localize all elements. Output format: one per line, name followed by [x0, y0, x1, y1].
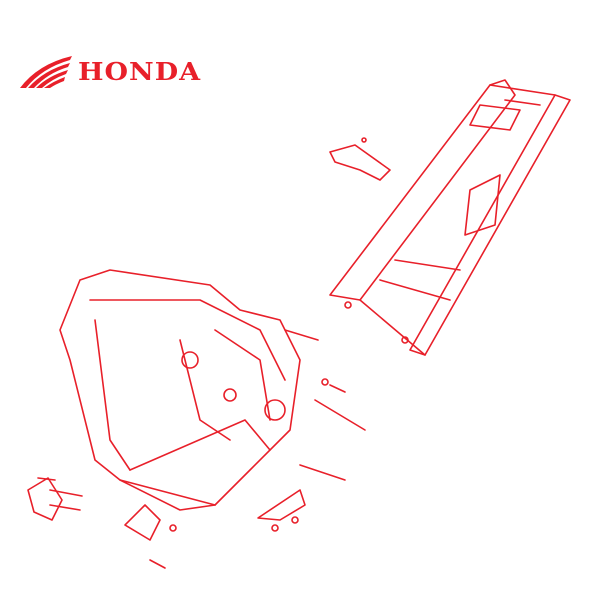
brand-name: HONDA [78, 58, 202, 86]
engine-mount-brackets [27, 477, 306, 541]
main-frame [59, 269, 301, 511]
honda-wing-icon [20, 56, 72, 88]
seat-bracket [329, 137, 391, 181]
rear-subframe [329, 79, 571, 356]
honda-logo: HONDA [18, 52, 201, 92]
